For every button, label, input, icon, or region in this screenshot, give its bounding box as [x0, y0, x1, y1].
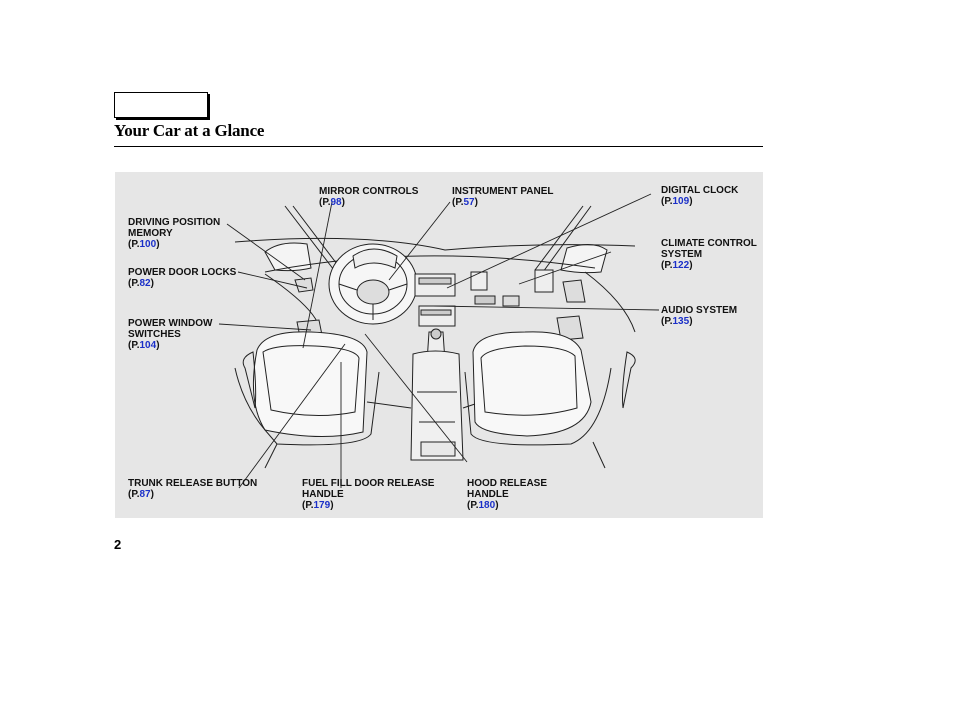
leader-driving-position — [226, 223, 306, 281]
callout-label-line: DRIVING POSITION — [128, 217, 221, 228]
leader-audio-system — [432, 305, 660, 311]
callout-label-line: CLIMATE CONTROL — [661, 238, 757, 249]
page-link-hood-release[interactable]: 180 — [478, 500, 496, 511]
interior-line-art — [234, 205, 636, 469]
callout-label-line: FUEL FILL DOOR RELEASE — [302, 478, 435, 489]
page-link-digital-clock[interactable]: 109 — [672, 196, 690, 207]
callout-climate-control: CLIMATE CONTROL SYSTEM (P.122) — [661, 238, 757, 271]
leader-trunk-release — [238, 343, 346, 489]
page-link-audio-system[interactable]: 135 — [672, 316, 690, 327]
callout-label-line: MIRROR CONTROLS — [319, 186, 419, 197]
ref-prefix: (P. — [319, 197, 331, 208]
leader-mirror-controls — [302, 201, 333, 349]
callout-trunk-release: TRUNK RELEASE BUTTON (P.87) — [128, 478, 258, 500]
callout-instrument-panel: INSTRUMENT PANEL (P.57) — [452, 186, 554, 208]
leader-climate-control — [518, 251, 612, 285]
page-link-climate-control[interactable]: 122 — [672, 260, 690, 271]
section-tab-box — [114, 92, 208, 118]
callout-label-line: TRUNK RELEASE BUTTON — [128, 478, 258, 489]
callout-label-line: AUDIO SYSTEM — [661, 305, 738, 316]
callout-label-line: HANDLE — [302, 489, 344, 500]
page-title: Your Car at a Glance — [114, 121, 265, 140]
page-link-driving-position[interactable]: 100 — [139, 239, 157, 250]
callout-label-line: HOOD RELEASE — [467, 478, 548, 489]
callout-power-window: POWER WINDOW SWITCHES (P.104) — [128, 318, 213, 351]
page-link-power-window[interactable]: 104 — [139, 340, 157, 351]
callout-label-line: SYSTEM — [661, 249, 703, 260]
leader-hood-release — [364, 333, 468, 463]
leader-power-door-locks — [237, 271, 308, 289]
interior-illustration: MIRROR CONTROLS (P.98) INSTRUMENT PANEL … — [115, 172, 763, 518]
callout-leader-lines — [218, 193, 660, 489]
page-link-fuel-fill[interactable]: 179 — [313, 500, 331, 511]
callout-label-line: POWER DOOR LOCKS — [128, 267, 237, 278]
leader-instrument-panel — [388, 201, 451, 281]
leader-power-window — [218, 323, 312, 331]
callout-label-line: MEMORY — [128, 228, 173, 239]
title-rule — [114, 146, 763, 147]
callout-label-line: SWITCHES — [128, 329, 181, 340]
callout-mirror-controls: MIRROR CONTROLS (P.98) — [319, 186, 419, 208]
page-link-power-door-locks[interactable]: 82 — [139, 278, 151, 289]
callout-label-line: INSTRUMENT PANEL — [452, 186, 554, 197]
callout-audio-system: AUDIO SYSTEM (P.135) — [661, 305, 738, 327]
car-interior-drawing — [218, 193, 660, 489]
callout-power-door-locks: POWER DOOR LOCKS (P.82) — [128, 267, 237, 289]
callout-driving-position: DRIVING POSITION MEMORY (P.100) — [128, 217, 221, 250]
page-link-instrument-panel[interactable]: 57 — [463, 197, 475, 208]
leader-digital-clock — [446, 193, 652, 289]
callout-label-line: DIGITAL CLOCK — [661, 185, 739, 196]
page-link-mirror-controls[interactable]: 98 — [330, 197, 342, 208]
callout-label-line: HANDLE — [467, 489, 509, 500]
callout-hood-release: HOOD RELEASE HANDLE (P.180) — [467, 478, 548, 511]
callout-label-line: POWER WINDOW — [128, 318, 213, 329]
page-link-trunk-release[interactable]: 87 — [139, 489, 151, 500]
callout-fuel-fill: FUEL FILL DOOR RELEASE HANDLE (P.179) — [302, 478, 435, 511]
page-number: 2 — [114, 537, 122, 552]
callout-digital-clock: DIGITAL CLOCK (P.109) — [661, 185, 739, 207]
